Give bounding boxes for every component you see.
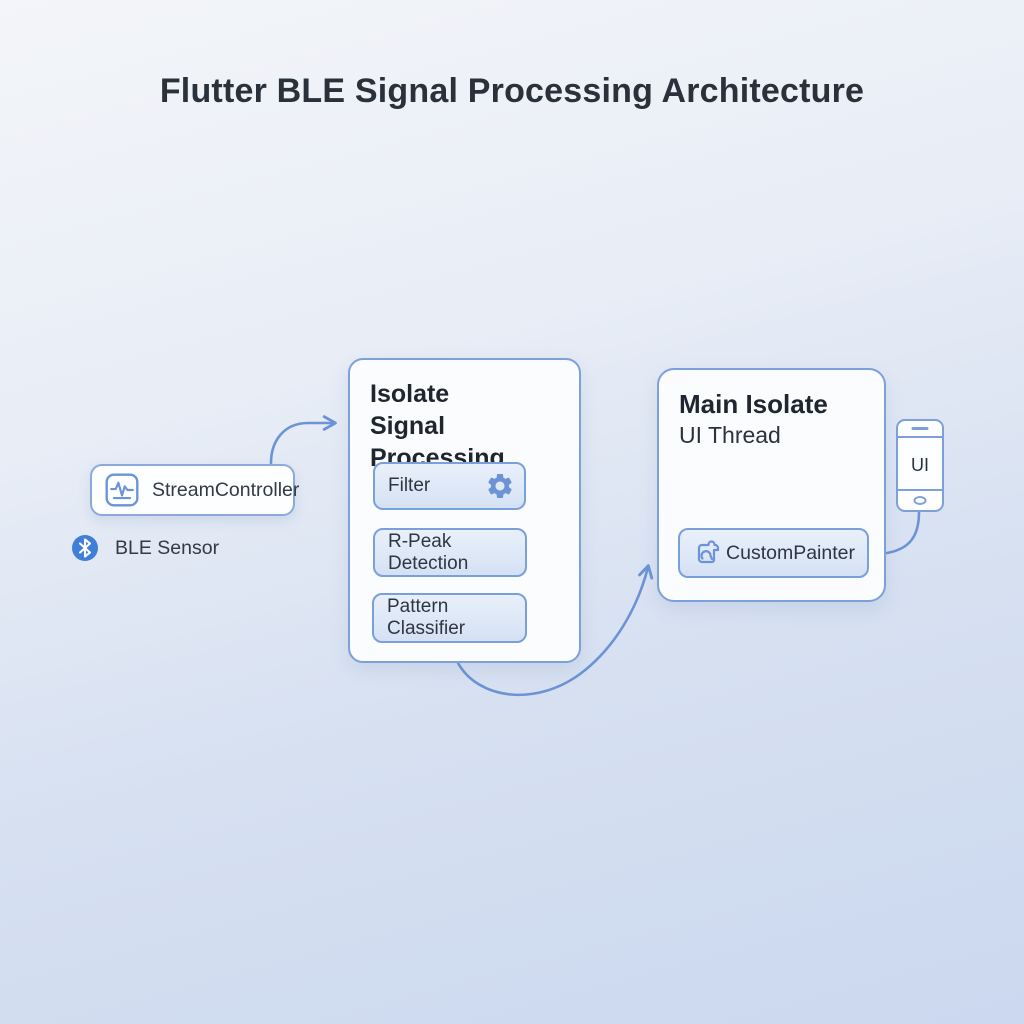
isolate-title-line1: Isolate: [370, 380, 450, 408]
pattern-classifier-label: Pattern Classifier: [387, 596, 466, 639]
stream-controller-node: StreamController: [90, 464, 299, 516]
ble-sensor-label: BLE Sensor: [115, 536, 220, 559]
page-title: Flutter BLE Signal Processing Architectu…: [159, 72, 865, 110]
puzzle-icon: [697, 540, 720, 564]
phone-screen-top-divider: [898, 436, 942, 439]
phone-ui-label: UI: [911, 455, 929, 475]
stream-controller-label: StreamController: [152, 478, 300, 501]
isolate-panel-title: Isolate Signal Processing: [370, 378, 579, 474]
waveform-icon: [105, 473, 139, 507]
main-isolate-title-line1: Main Isolate: [679, 389, 828, 419]
phone-home-button: [913, 496, 927, 505]
gear-icon: [488, 474, 512, 498]
wire-main-to-phone: [885, 510, 921, 555]
custom-painter-node: CustomPainter: [678, 528, 869, 578]
pattern-classifier-step: Pattern Classifier: [372, 593, 527, 643]
main-isolate-title-line2: UI Thread: [679, 422, 781, 449]
phone-icon: UI: [896, 419, 944, 512]
rpeak-detection-label: R-Peak Detection: [388, 530, 469, 574]
phone-screen-bottom-divider: [898, 488, 942, 491]
wire-stream-to-isolate: [269, 415, 337, 465]
custom-painter-label: CustomPainter: [726, 541, 855, 564]
rpeak-detection-step: R-Peak Detection: [373, 528, 527, 577]
bluetooth-icon: [72, 535, 98, 561]
filter-label: Filter: [388, 475, 431, 496]
filter-step: Filter: [373, 462, 526, 510]
main-isolate-panel-title: Main Isolate UI Thread: [679, 388, 828, 451]
ble-sensor: BLE Sensor: [71, 534, 219, 562]
phone-speaker: [911, 427, 929, 430]
